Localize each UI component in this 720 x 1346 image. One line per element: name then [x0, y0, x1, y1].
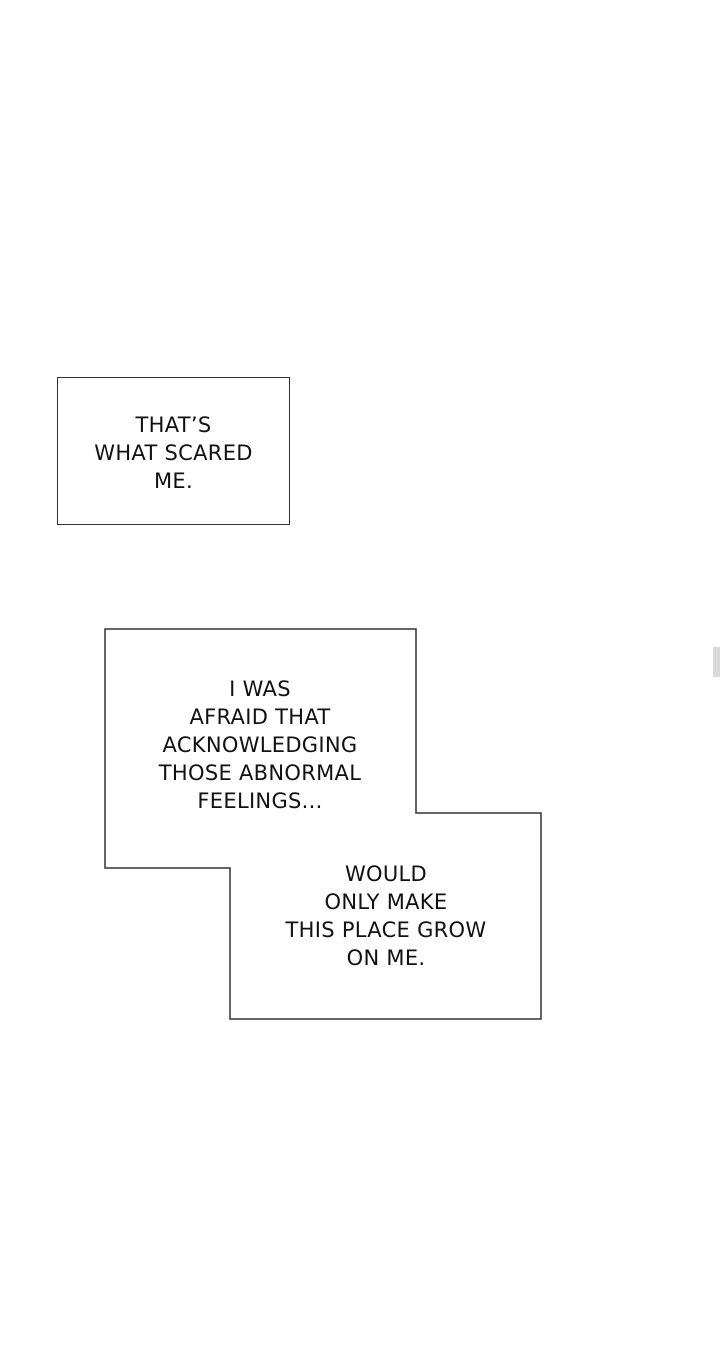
caption-box-1: THAT’S WHAT SCARED ME. — [57, 377, 290, 525]
caption-text-2: I WAS AFRAID THAT ACKNOWLEDGING THOSE AB… — [158, 677, 362, 813]
caption-box-stepped: I WAS AFRAID THAT ACKNOWLEDGING THOSE AB… — [104, 628, 542, 1021]
caption-text-3: WOULD ONLY MAKE THIS PLACE GROW ON ME. — [285, 862, 487, 970]
scroll-indicator[interactable] — [713, 647, 720, 677]
caption-text-1: THAT’S WHAT SCARED ME. — [94, 413, 253, 493]
stepped-caption-outline — [104, 628, 542, 1020]
